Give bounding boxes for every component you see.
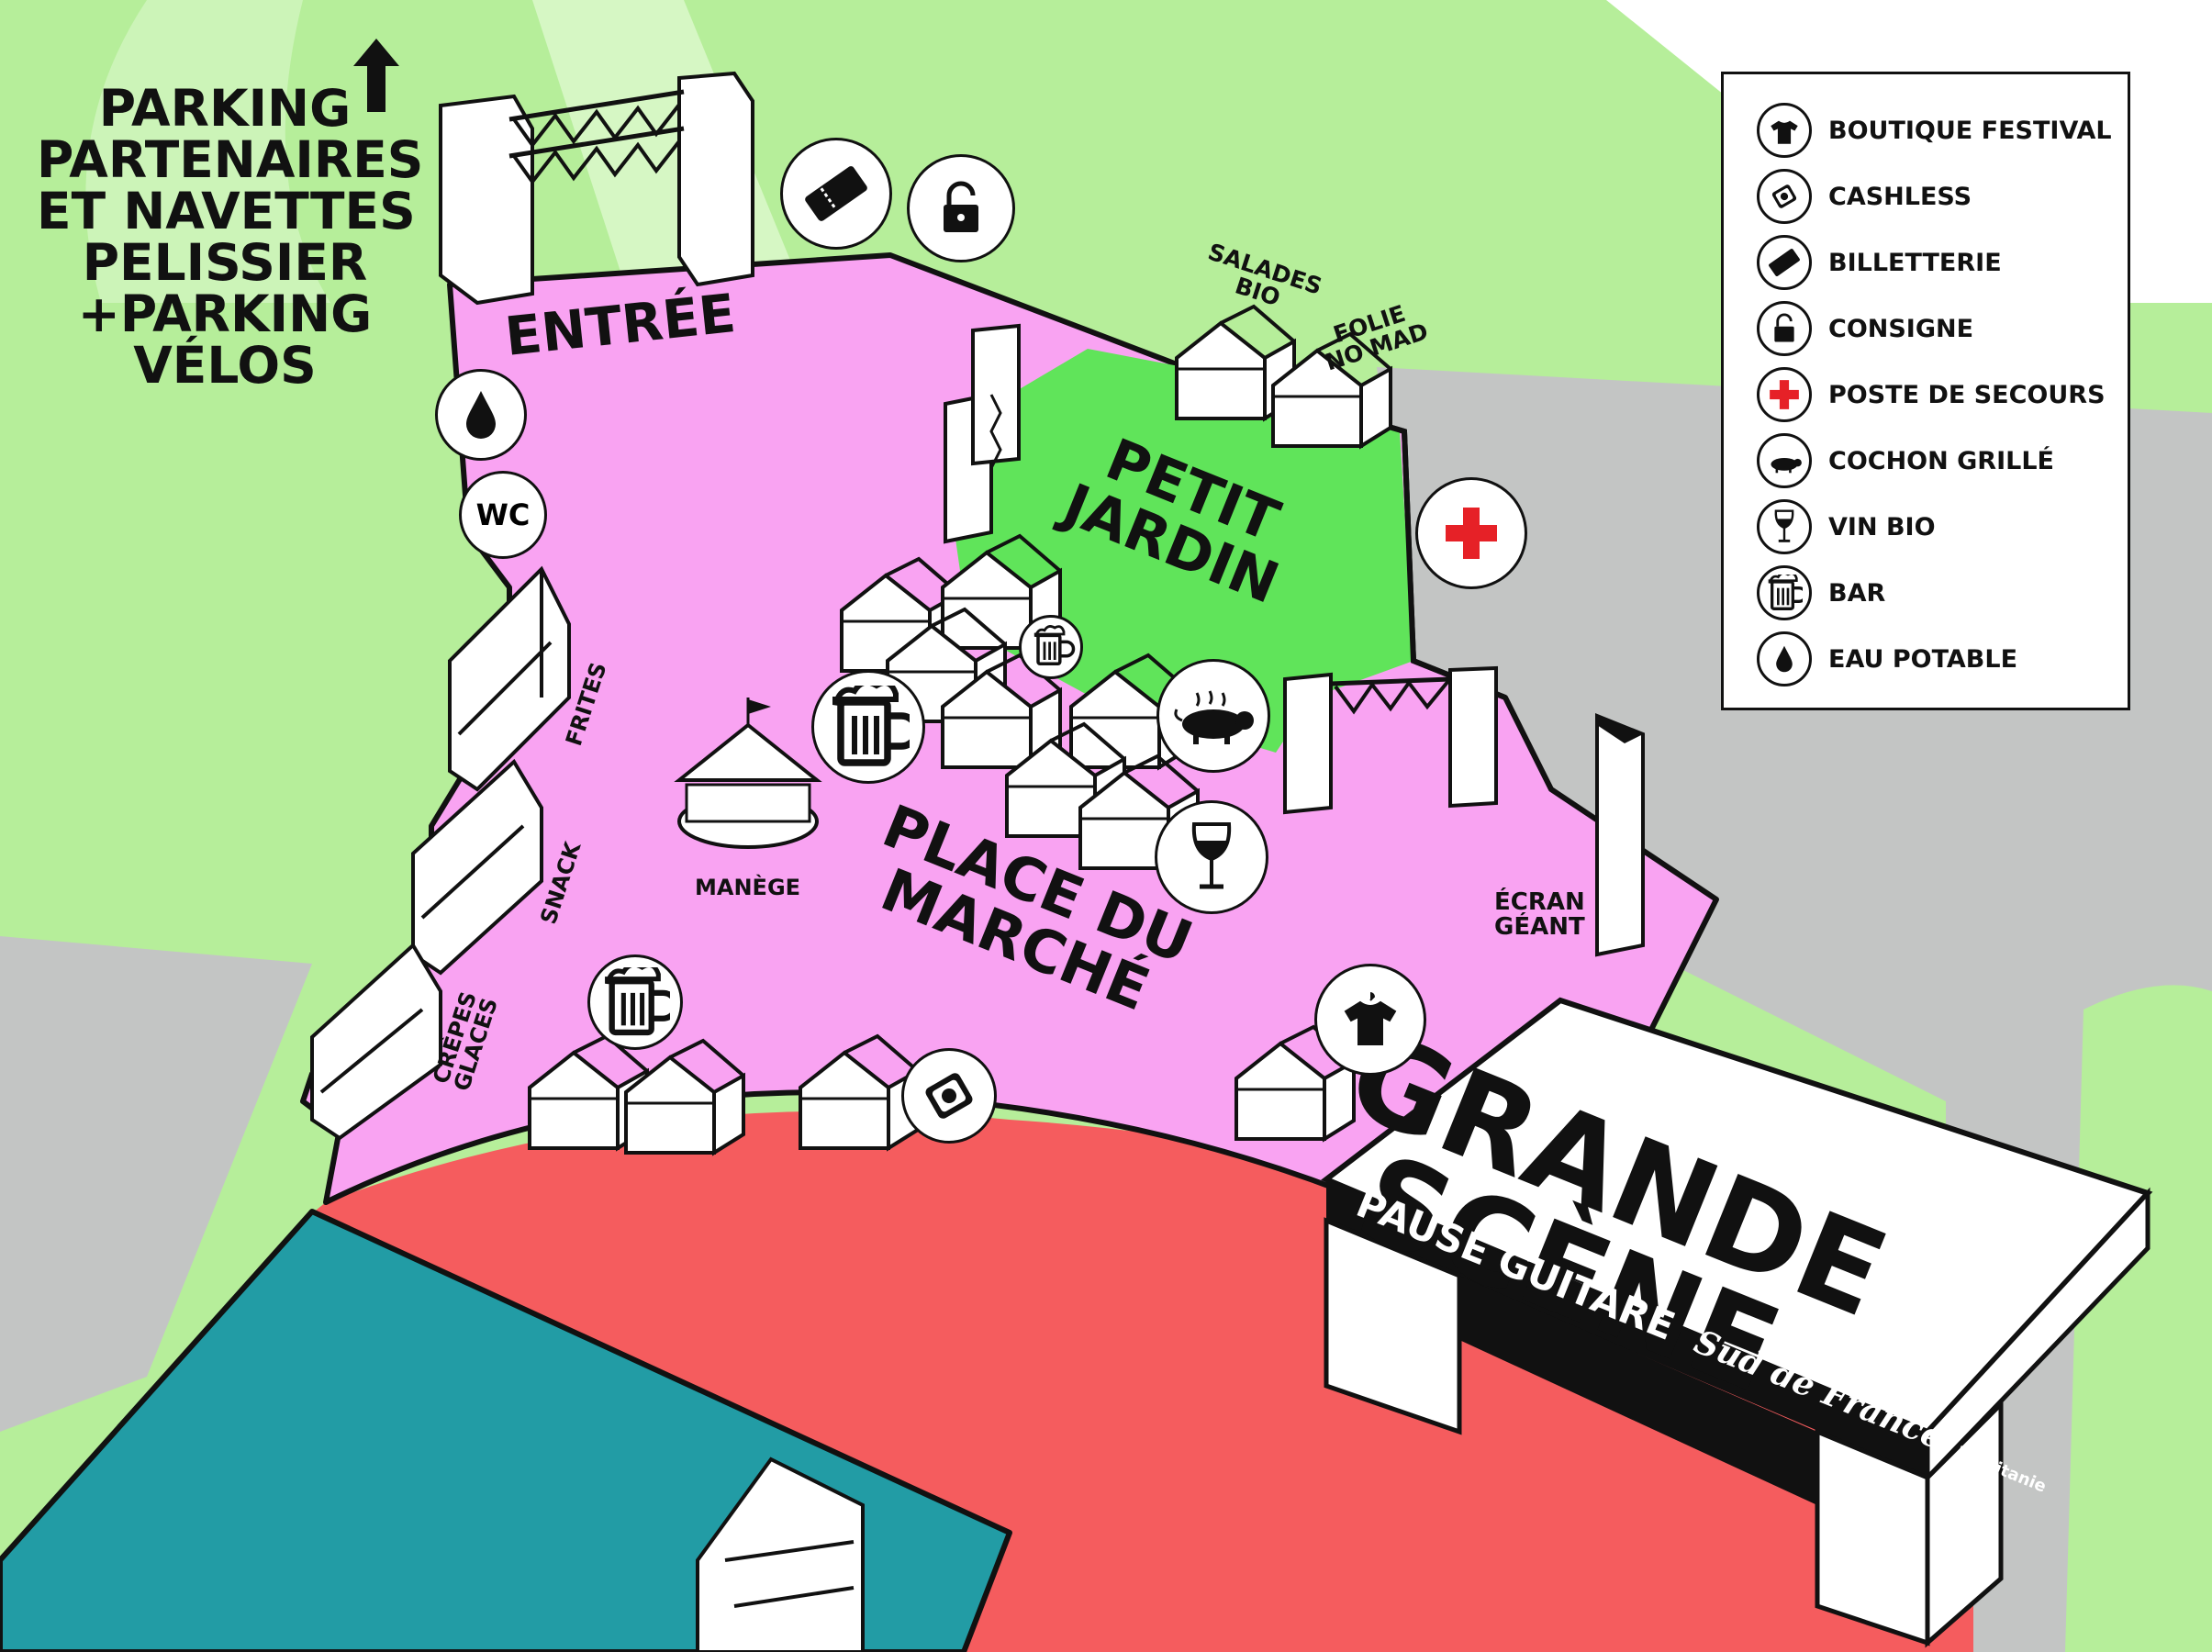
- tshirt-icon[interactable]: [1314, 964, 1426, 1076]
- carousel: [674, 698, 822, 849]
- legend-label: BOUTIQUE FESTIVAL: [1828, 116, 2112, 145]
- beer-mug-icon[interactable]: [587, 954, 683, 1050]
- ticket-icon: [1757, 235, 1812, 290]
- legend-label: BAR: [1828, 578, 1886, 608]
- ecran-line: GÉANT: [1494, 912, 1585, 941]
- legend-item: COCHON GRILLÉ: [1757, 432, 2054, 489]
- legend-item: EAU POTABLE: [1757, 631, 2017, 687]
- bottom-stands: [696, 1457, 865, 1652]
- map-legend: BOUTIQUE FESTIVAL CASHLESS BILLETTERIE C…: [1721, 72, 2130, 710]
- parking-line: PARTENAIRES: [37, 130, 424, 190]
- legend-label: EAU POTABLE: [1828, 644, 2018, 674]
- wc-icon[interactable]: WC: [459, 471, 547, 559]
- parking-sign: PARKING PARTENAIRES ET NAVETTES PELISSIE…: [37, 79, 424, 396]
- beer-mug-icon[interactable]: [811, 670, 925, 784]
- first-aid-icon[interactable]: [1415, 477, 1527, 589]
- garden-fence: [944, 323, 1021, 544]
- legend-label: COCHON GRILLÉ: [1828, 446, 2054, 475]
- legend-label: CONSIGNE: [1828, 314, 1974, 343]
- wc-label: WC: [475, 497, 531, 532]
- legend-item: BILLETTERIE: [1757, 234, 2002, 291]
- legend-label: VIN BIO: [1828, 512, 1936, 541]
- padlock-icon: [1757, 301, 1812, 356]
- parking-line: VÉLOS: [133, 336, 317, 396]
- first-aid-icon: [1757, 367, 1812, 422]
- legend-item: BAR: [1757, 564, 1885, 621]
- ticket-icon[interactable]: [780, 138, 892, 250]
- legend-label: POSTE DE SECOURS: [1828, 380, 2106, 409]
- cashless-icon: [1757, 169, 1812, 224]
- legend-item: POSTE DE SECOURS: [1757, 366, 2106, 423]
- light-path: [85, 0, 331, 303]
- water-drop-icon: [1757, 631, 1812, 686]
- beer-mug-icon[interactable]: [1019, 615, 1083, 679]
- tshirt-icon: [1757, 103, 1812, 158]
- legend-item: BOUTIQUE FESTIVAL: [1757, 102, 2112, 159]
- parking-line: PELISSIER: [82, 233, 368, 293]
- garden-gate: [1283, 665, 1498, 815]
- beer-mug-icon: [1757, 565, 1812, 620]
- ecran-line: ÉCRAN: [1494, 888, 1585, 916]
- entrance-gate: [439, 71, 754, 306]
- padlock-icon[interactable]: [907, 154, 1015, 262]
- label-ecran-geant: ÉCRAN GÉANT: [1494, 890, 1585, 939]
- legend-item: VIN BIO: [1757, 498, 1936, 555]
- legend-label: CASHLESS: [1828, 182, 1972, 211]
- wine-glass-icon: [1757, 499, 1812, 554]
- road-left: [0, 936, 312, 1432]
- pig-icon[interactable]: [1156, 659, 1270, 773]
- legend-label: BILLETTERIE: [1828, 248, 2002, 277]
- stall-crepes: [310, 942, 442, 1141]
- grass-patch: [2065, 985, 2212, 1652]
- water-drop-icon[interactable]: [435, 369, 527, 461]
- legend-item: CASHLESS: [1757, 168, 1972, 225]
- pig-icon: [1757, 433, 1812, 488]
- cashless-icon[interactable]: [901, 1048, 997, 1144]
- parking-line: +PARKING: [77, 285, 373, 344]
- main-stage: [1321, 997, 2153, 1648]
- giant-screen: [1595, 713, 1645, 957]
- parking-line: PARKING: [98, 79, 352, 138]
- label-manege: MANÈGE: [695, 875, 801, 900]
- legend-item: CONSIGNE: [1757, 300, 1973, 357]
- stall-frites: [448, 565, 571, 792]
- wine-glass-icon[interactable]: [1155, 800, 1268, 914]
- parking-line: ET NAVETTES: [37, 182, 416, 241]
- arrow-up-icon: [353, 39, 399, 117]
